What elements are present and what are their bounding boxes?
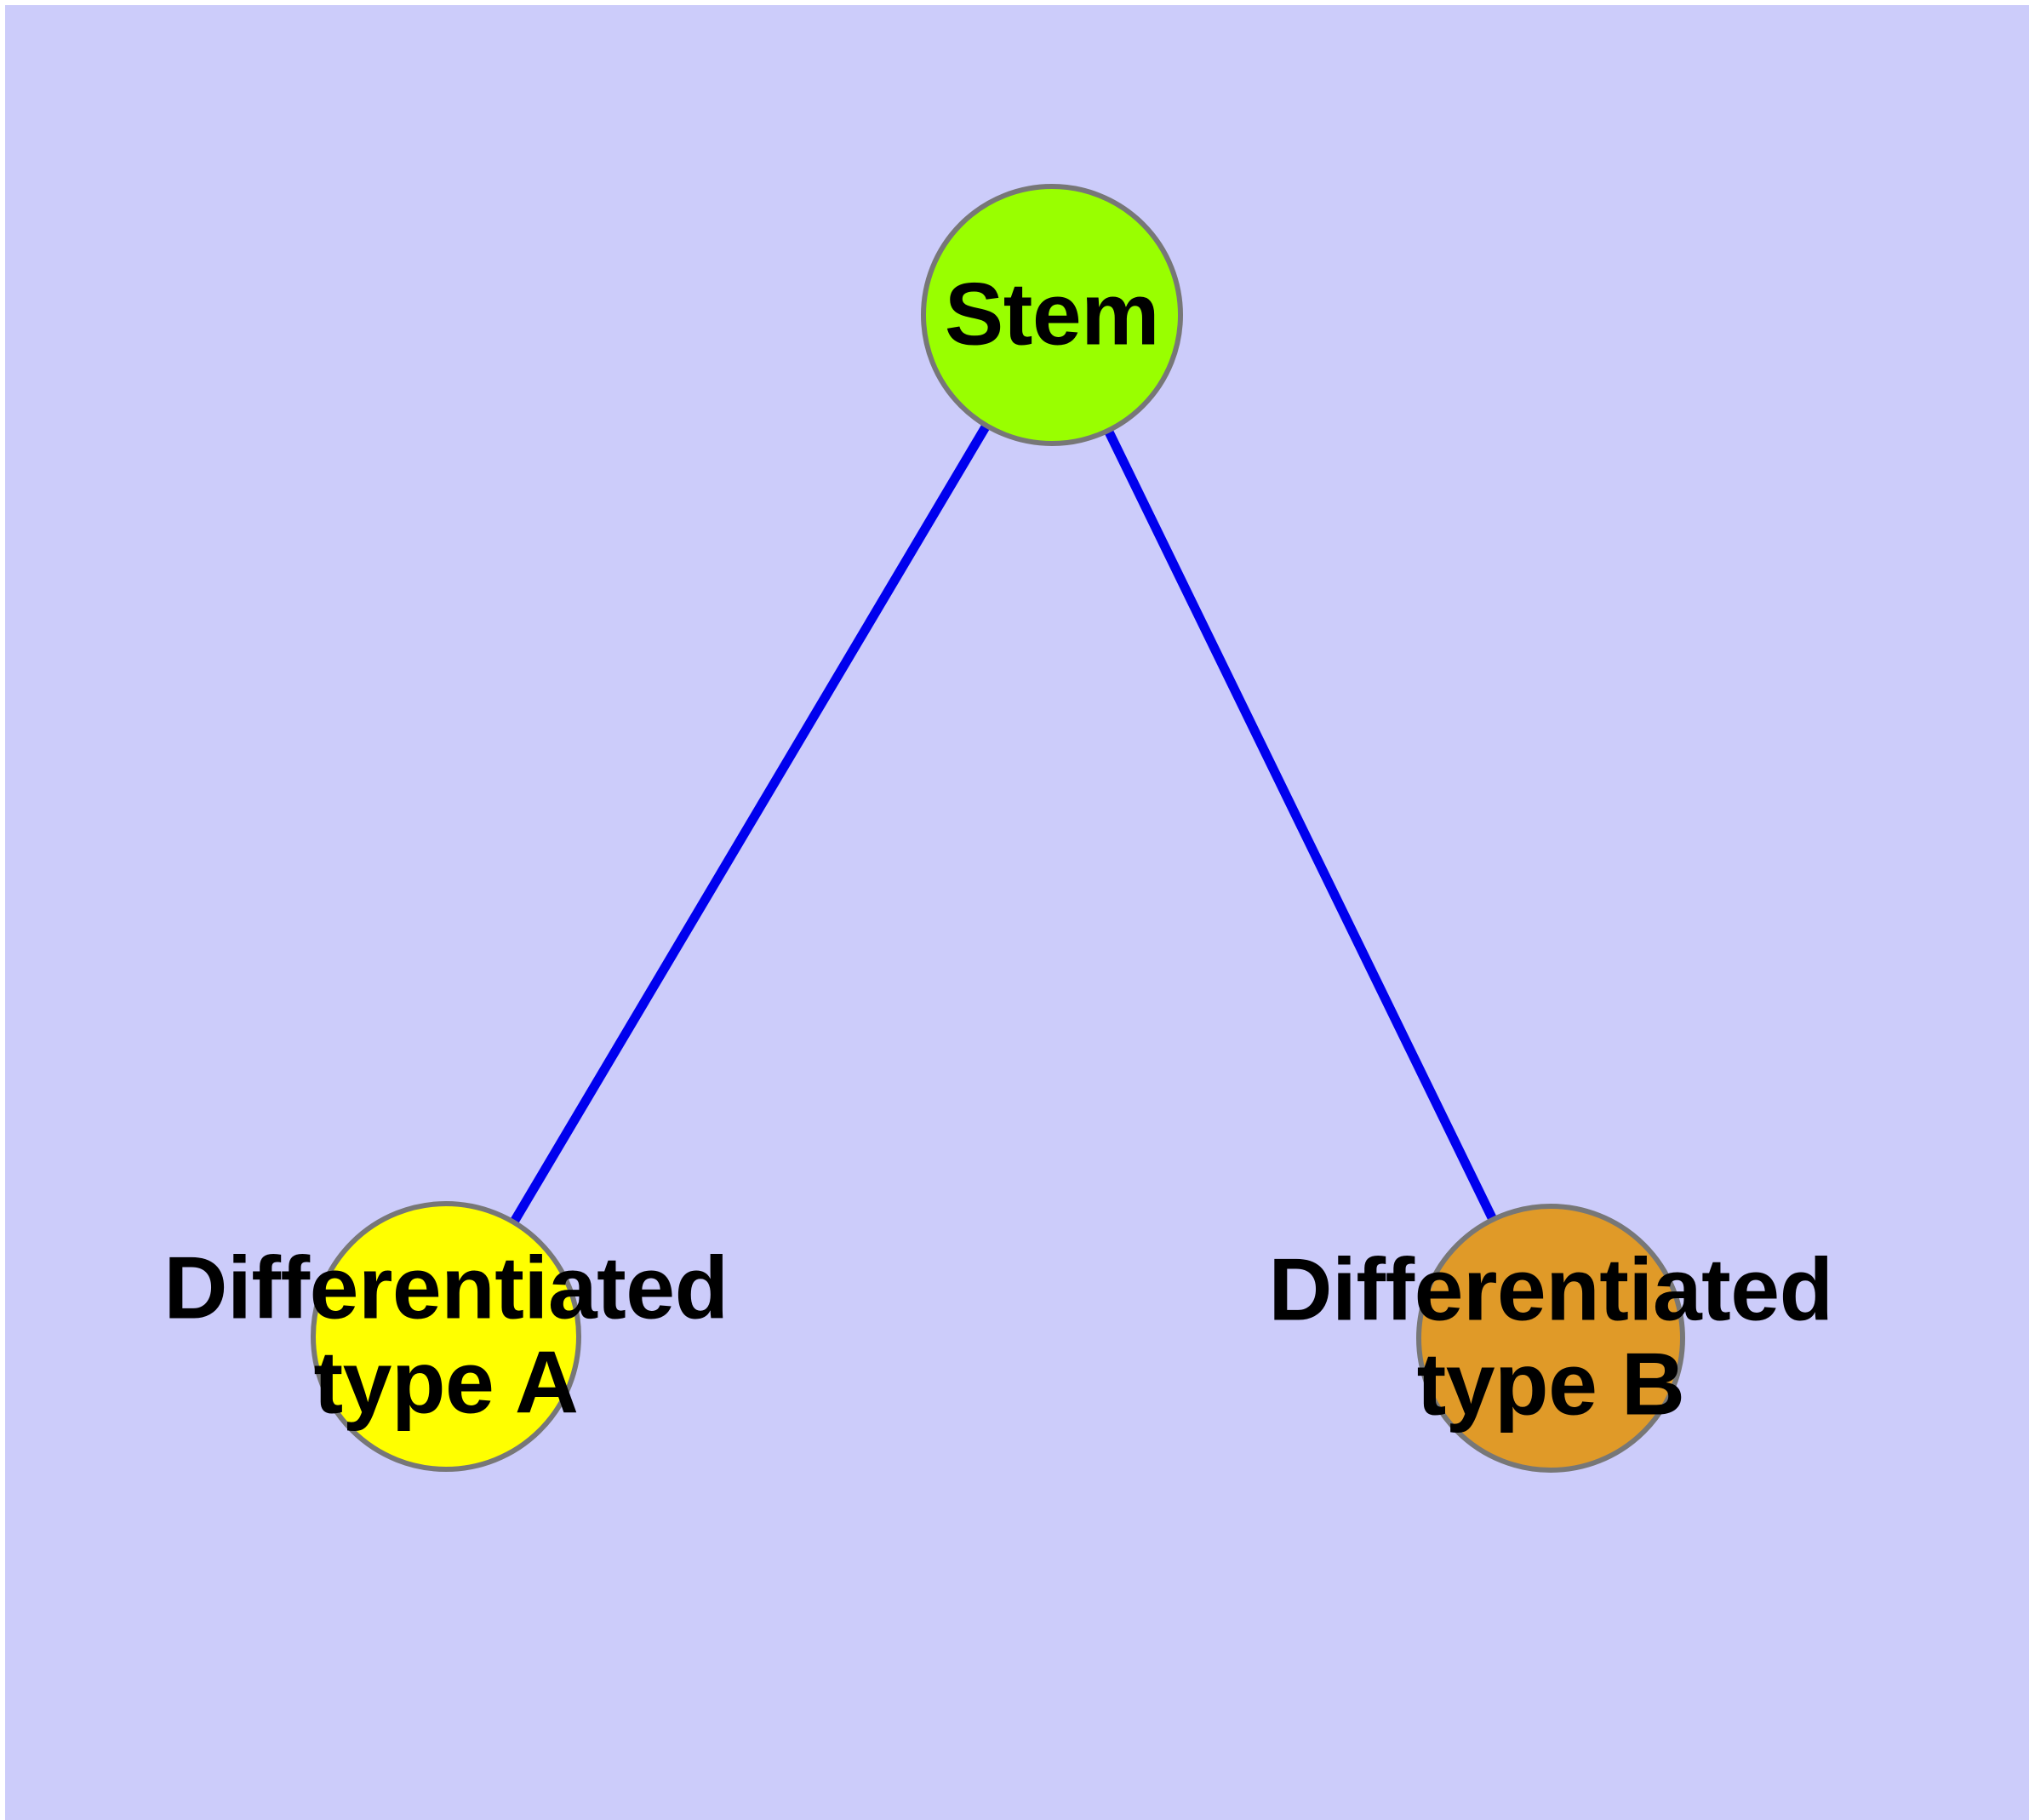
graph-node-stem[interactable] xyxy=(921,184,1183,446)
edge-layer xyxy=(442,312,1555,1341)
graph-node-diff_a[interactable] xyxy=(311,1201,581,1472)
node-layer xyxy=(311,184,1685,1473)
graph-edge xyxy=(442,312,1056,1339)
graph-edge xyxy=(1048,312,1555,1341)
graph-node-diff_b[interactable] xyxy=(1416,1204,1685,1473)
